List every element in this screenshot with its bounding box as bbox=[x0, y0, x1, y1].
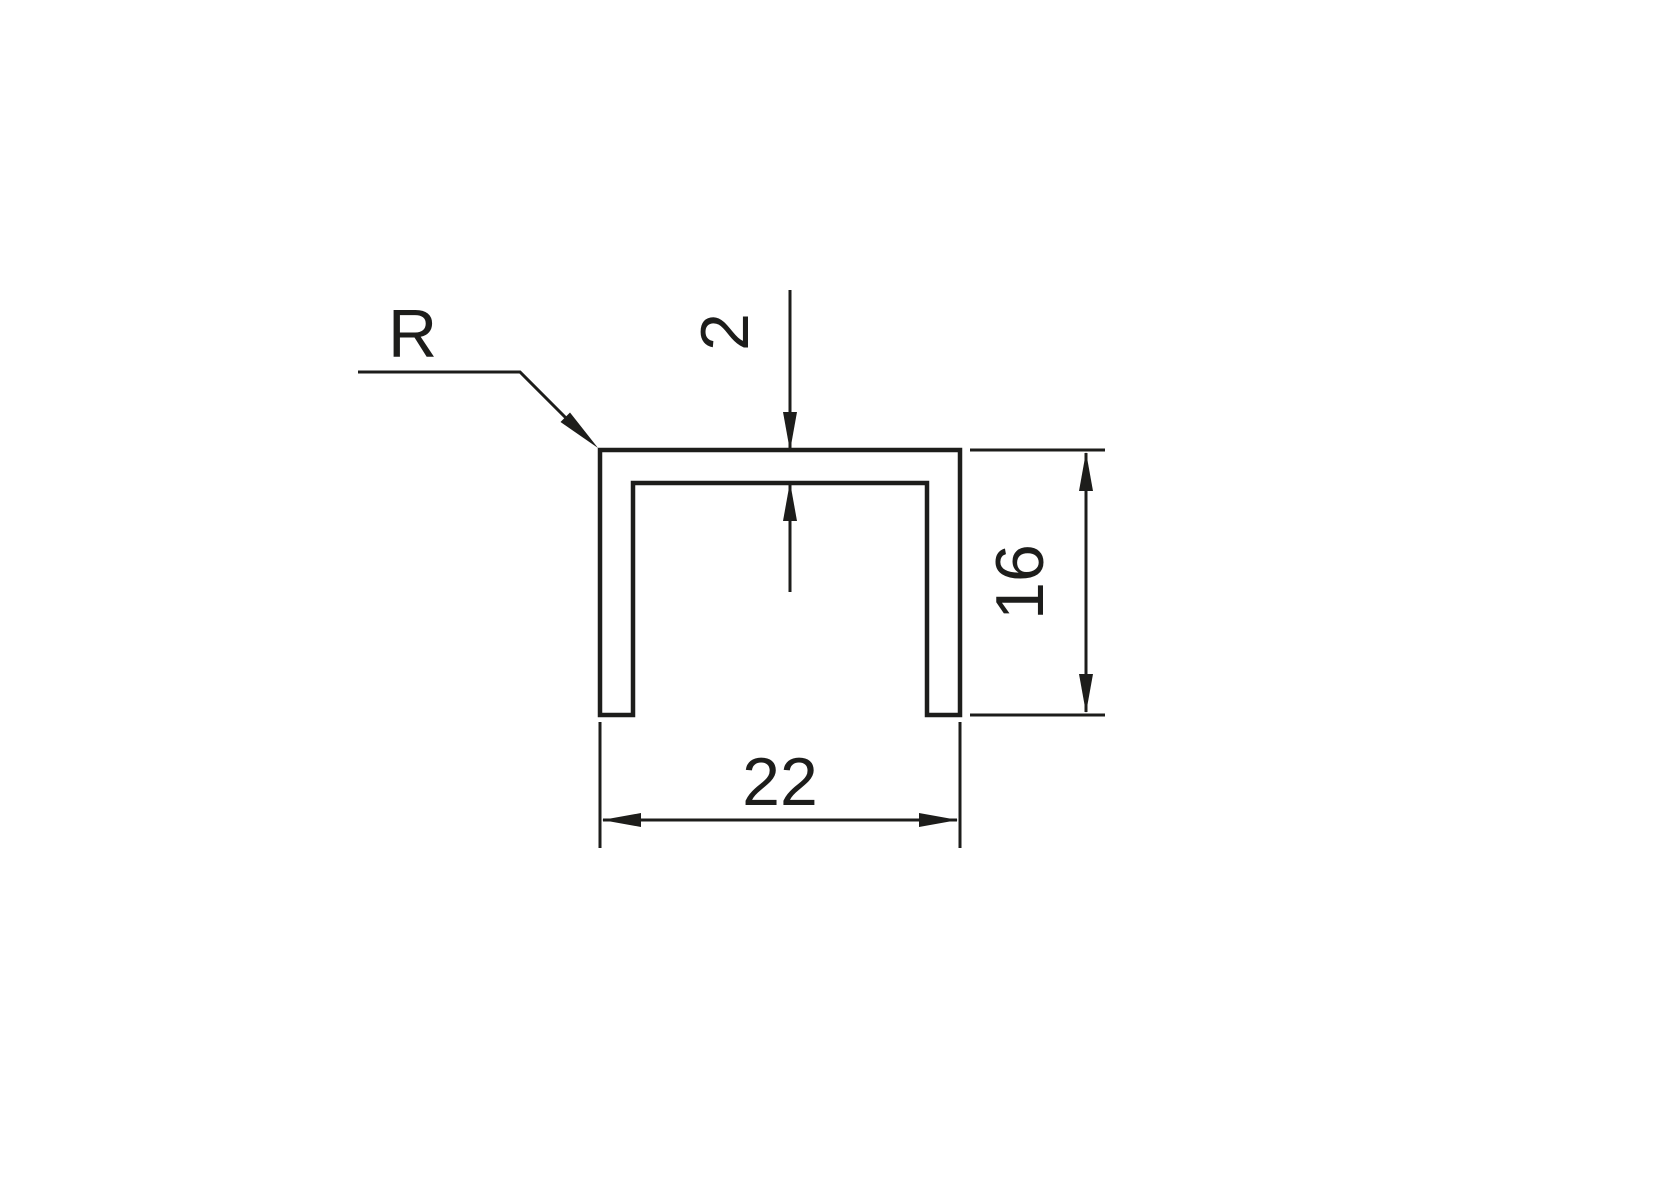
height-arrow-up bbox=[1079, 452, 1093, 491]
thickness-arrow-down bbox=[783, 412, 797, 451]
radius-leader-line bbox=[358, 370, 580, 432]
u-channel-profile-outline bbox=[597, 447, 963, 718]
radius-leader-arrowhead bbox=[560, 412, 598, 448]
radius-label: R bbox=[388, 296, 437, 372]
width-arrow-right bbox=[919, 813, 958, 827]
height-label: 16 bbox=[982, 544, 1058, 620]
width-arrow-left bbox=[602, 813, 641, 827]
thickness-arrow-up bbox=[783, 482, 797, 521]
height-arrow-down bbox=[1079, 674, 1093, 713]
thickness-label: 2 bbox=[687, 313, 763, 351]
width-label: 22 bbox=[742, 744, 818, 820]
